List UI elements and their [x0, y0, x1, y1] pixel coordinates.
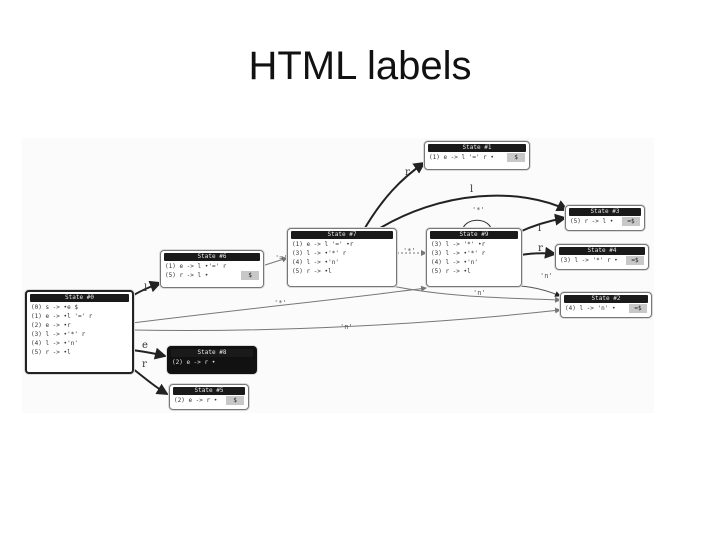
- edge-label-star-long: '*': [274, 299, 287, 307]
- state-node-6: State #6 (1) e -> l •'=' r (5) r -> l • $: [160, 250, 264, 288]
- edge-label-star-s9: '*': [403, 247, 416, 255]
- state-title: State #2: [564, 295, 648, 303]
- state-item-text: (2) e -> r •: [174, 397, 218, 404]
- edge-label-r-bottom: r: [142, 359, 147, 370]
- edge-s7-s3: [371, 194, 569, 234]
- edge-label-n-s2: 'n': [540, 272, 553, 280]
- state-item: (5) r -> l • $: [161, 271, 263, 280]
- state-item: (4) l -> •'n': [31, 340, 78, 347]
- lookahead-badge: =$: [629, 304, 647, 313]
- state-node-4: State #4 (3) l -> '*' r • =$: [555, 244, 649, 270]
- state-item-text: (3) l -> '*' r •: [560, 257, 618, 264]
- edge-label-n-s0: 'n': [473, 289, 486, 297]
- slide-title: HTML labels: [248, 44, 472, 88]
- state-title: State #4: [559, 247, 645, 255]
- state-title: State #5: [173, 387, 245, 395]
- state-item-text: (1) e -> l •'=' r: [165, 263, 227, 270]
- state-node-0: State #0 (0) s -> •e $ (1) e -> •l '=' r…: [25, 290, 134, 374]
- state-item: (3) l -> •'*' r: [431, 250, 486, 257]
- state-title: State #9: [430, 231, 518, 239]
- state-item: (3) l -> •'*' r: [292, 250, 347, 257]
- state-title: State #3: [569, 208, 641, 216]
- state-graph: r l l r 'n' 'n' '*' '=' '*' l '*' 'n' e …: [22, 138, 654, 413]
- state-item: (4) l -> •'n': [431, 259, 478, 266]
- edge-s7-s1: [361, 161, 426, 234]
- state-item-text: (5) r -> l •: [165, 272, 209, 279]
- state-item: (4) l -> •'n': [292, 259, 339, 266]
- state-item: (2) e -> •r: [31, 322, 71, 329]
- state-item-text: (1) e -> l '=' r •: [429, 154, 495, 161]
- edge-label-r-s4: r: [538, 243, 543, 254]
- state-title: State #0: [30, 294, 129, 302]
- state-node-7: State #7 (1) e -> l '=' •r (3) l -> •'*'…: [287, 228, 397, 287]
- state-item-text: (5) r -> l •: [570, 218, 614, 225]
- edge-label-l-top: l: [470, 184, 474, 195]
- state-item: (2) e -> r •: [168, 358, 256, 367]
- state-item-text: (4) l -> 'n' •: [565, 305, 616, 312]
- state-item: (5) r -> •l: [31, 349, 71, 356]
- state-title: State #8: [171, 349, 253, 357]
- state-title: State #1: [428, 144, 526, 152]
- edge-label-l-s6: l: [144, 283, 148, 294]
- state-item: (0) s -> •e $: [31, 304, 78, 311]
- state-item: (1) e -> l '=' •r: [292, 241, 354, 248]
- state-title: State #7: [291, 231, 393, 239]
- edge-label-star-loop: '*': [472, 206, 485, 214]
- edge-s0-s2: [131, 307, 561, 332]
- state-item: (5) r -> •l: [431, 268, 471, 275]
- lookahead-badge: $: [241, 271, 259, 280]
- edge-label-n-mid: 'n': [340, 323, 353, 331]
- edge-s0-s5: [131, 367, 169, 396]
- edge-label-l-s3: l: [538, 223, 542, 234]
- edge-s6-s7: [261, 256, 288, 267]
- state-node-8: State #8 (2) e -> r •: [167, 346, 257, 374]
- edge-s0-s6: [131, 280, 162, 297]
- state-node-5: State #5 (2) e -> r • $: [169, 384, 249, 410]
- edge-s9-s4: [519, 246, 557, 259]
- state-item: (3) l -> •'*' r: [31, 331, 86, 338]
- edge-s0-s9: [131, 285, 427, 324]
- edge-s0-s8: [131, 347, 167, 360]
- state-item: (3) l -> '*' •r: [431, 241, 486, 248]
- edge-s9-s2: [491, 285, 561, 297]
- edge-label-eq: '=': [275, 254, 288, 262]
- state-item: (4) l -> 'n' • =$: [561, 304, 651, 313]
- state-item: (5) r -> •l: [292, 268, 332, 275]
- state-item-text: (2) e -> r •: [172, 359, 216, 366]
- edge-label-e: e: [142, 340, 148, 351]
- state-node-2: State #2 (4) l -> 'n' • =$: [560, 292, 652, 318]
- state-node-1: State #1 (1) e -> l '=' r • $: [424, 141, 530, 170]
- state-item: (1) e -> l '=' r • $: [425, 153, 529, 162]
- state-item: (2) e -> r • $: [170, 396, 248, 405]
- state-title: State #6: [164, 253, 260, 261]
- state-item: (5) r -> l • =$: [566, 217, 644, 226]
- state-node-3: State #3 (5) r -> l • =$: [565, 205, 645, 231]
- lookahead-badge: $: [226, 396, 244, 405]
- lookahead-badge: =$: [626, 256, 644, 265]
- edge-label-r-top: r: [405, 167, 410, 178]
- lookahead-badge: $: [507, 153, 525, 162]
- state-node-9: State #9 (3) l -> '*' •r (3) l -> •'*' r…: [426, 228, 522, 287]
- state-item: (1) e -> l •'=' r: [161, 262, 263, 271]
- state-item: (3) l -> '*' r • =$: [556, 256, 648, 265]
- lookahead-badge: =$: [622, 217, 640, 226]
- state-item: (1) e -> •l '=' r: [31, 313, 93, 320]
